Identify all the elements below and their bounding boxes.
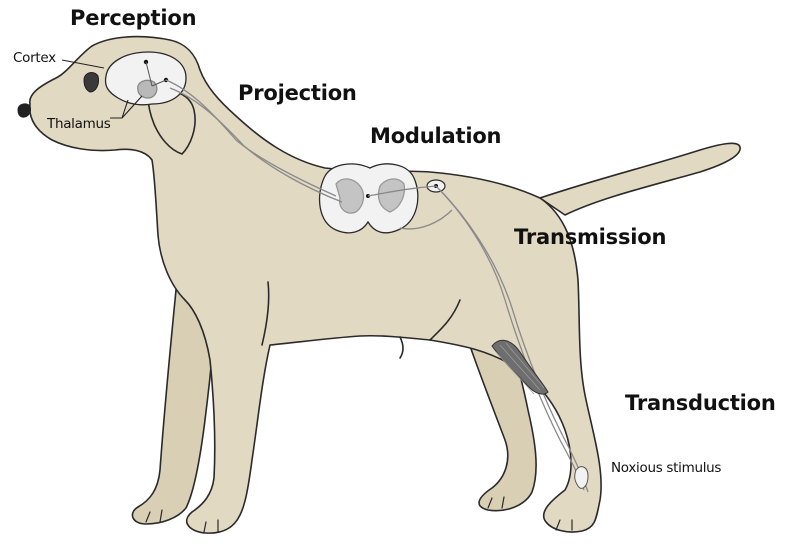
label-perception: Perception [70, 6, 196, 30]
brain [106, 52, 187, 105]
label-thalamus: Thalamus [47, 116, 110, 132]
label-transmission: Transmission [514, 225, 666, 249]
label-modulation: Modulation [370, 124, 501, 148]
label-transduction: Transduction [625, 391, 776, 415]
label-cortex: Cortex [13, 50, 56, 66]
label-noxious-stimulus: Noxious stimulus [611, 460, 721, 476]
dog-tail [540, 143, 740, 215]
label-projection: Projection [238, 81, 357, 105]
dog-nose [18, 104, 31, 117]
